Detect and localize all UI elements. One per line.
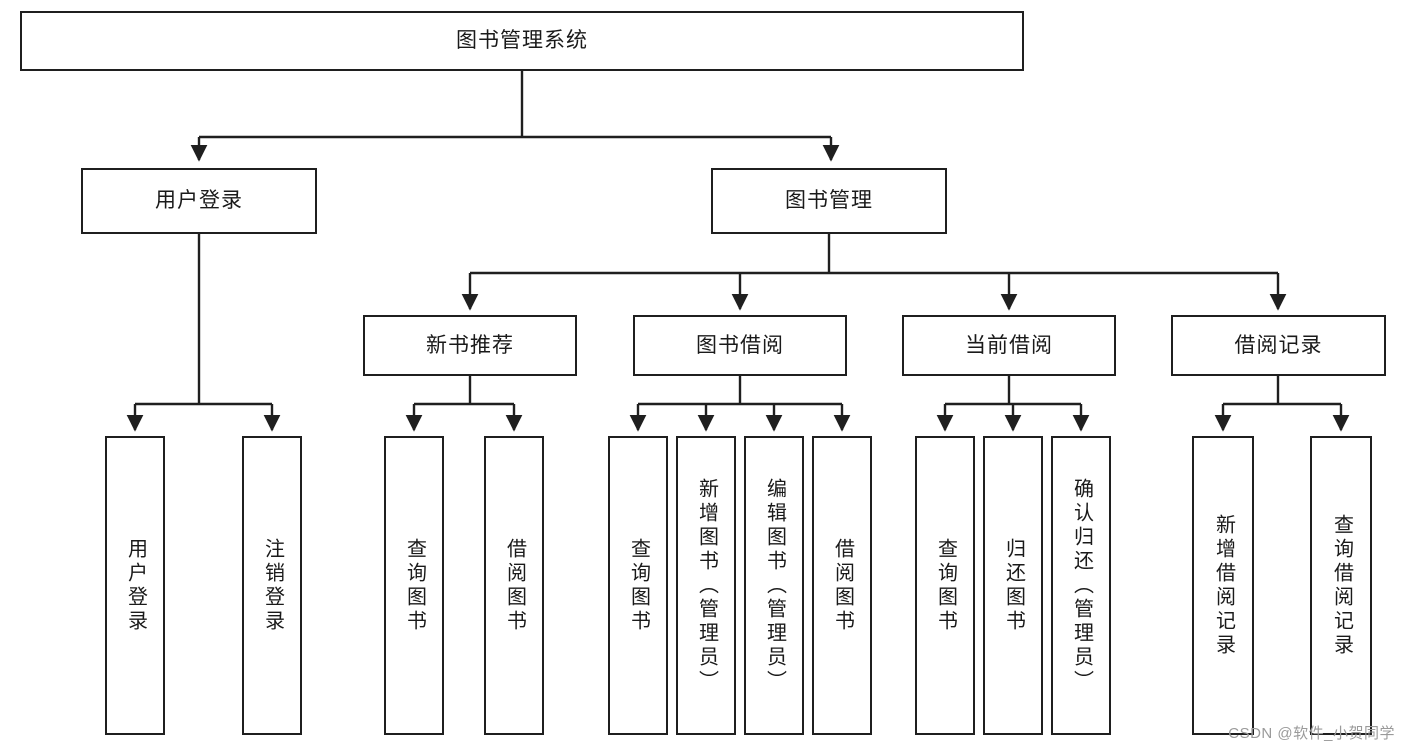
leaf-query-book-current[interactable]: 查询图书 (915, 436, 975, 735)
node-label: 图书管理 (785, 189, 873, 213)
node-label: 查询借阅记录 (1330, 513, 1353, 658)
node-label: 归还图书 (1002, 537, 1025, 634)
node-label: 借阅记录 (1234, 333, 1323, 357)
leaf-logout[interactable]: 注销登录 (242, 436, 302, 735)
leaf-user-login[interactable]: 用户登录 (105, 436, 165, 735)
node-label: 新书推荐 (426, 333, 514, 357)
leaf-query-book-recommend[interactable]: 查询图书 (384, 436, 444, 735)
node-book-borrow[interactable]: 图书借阅 (633, 315, 847, 376)
node-label: 当前借阅 (965, 333, 1053, 357)
node-label: 借阅图书 (831, 537, 854, 634)
leaf-edit-book-admin[interactable]: 编辑图书（管理员） (744, 436, 804, 735)
node-label: 新增借阅记录 (1212, 513, 1235, 658)
watermark: CSDN @软件_小贺同学 (1228, 725, 1395, 742)
leaf-query-borrow-record[interactable]: 查询借阅记录 (1310, 436, 1372, 735)
node-user-login[interactable]: 用户登录 (81, 168, 317, 234)
node-label: 用户登录 (124, 537, 147, 634)
node-root-system[interactable]: 图书管理系统 (20, 11, 1024, 71)
node-book-management[interactable]: 图书管理 (711, 168, 947, 234)
node-label: 确认归还（管理员） (1070, 477, 1093, 694)
leaf-add-borrow-record[interactable]: 新增借阅记录 (1192, 436, 1254, 735)
node-label: 图书管理系统 (456, 29, 588, 53)
node-label: 借阅图书 (503, 537, 526, 634)
leaf-query-book-borrow[interactable]: 查询图书 (608, 436, 668, 735)
leaf-confirm-return-admin[interactable]: 确认归还（管理员） (1051, 436, 1111, 735)
leaf-borrow-book[interactable]: 借阅图书 (812, 436, 872, 735)
node-borrow-record[interactable]: 借阅记录 (1171, 315, 1386, 376)
node-label: 查询图书 (627, 537, 650, 634)
node-label: 注销登录 (261, 537, 284, 634)
node-label: 查询图书 (403, 537, 426, 634)
node-new-book-recommend[interactable]: 新书推荐 (363, 315, 577, 376)
leaf-return-book[interactable]: 归还图书 (983, 436, 1043, 735)
leaf-borrow-book-recommend[interactable]: 借阅图书 (484, 436, 544, 735)
node-current-borrow[interactable]: 当前借阅 (902, 315, 1116, 376)
leaf-add-book-admin[interactable]: 新增图书（管理员） (676, 436, 736, 735)
node-label: 查询图书 (934, 537, 957, 634)
node-label: 图书借阅 (696, 333, 784, 357)
node-label: 编辑图书（管理员） (763, 477, 786, 694)
node-label: 新增图书（管理员） (695, 477, 718, 694)
node-label: 用户登录 (155, 189, 243, 213)
